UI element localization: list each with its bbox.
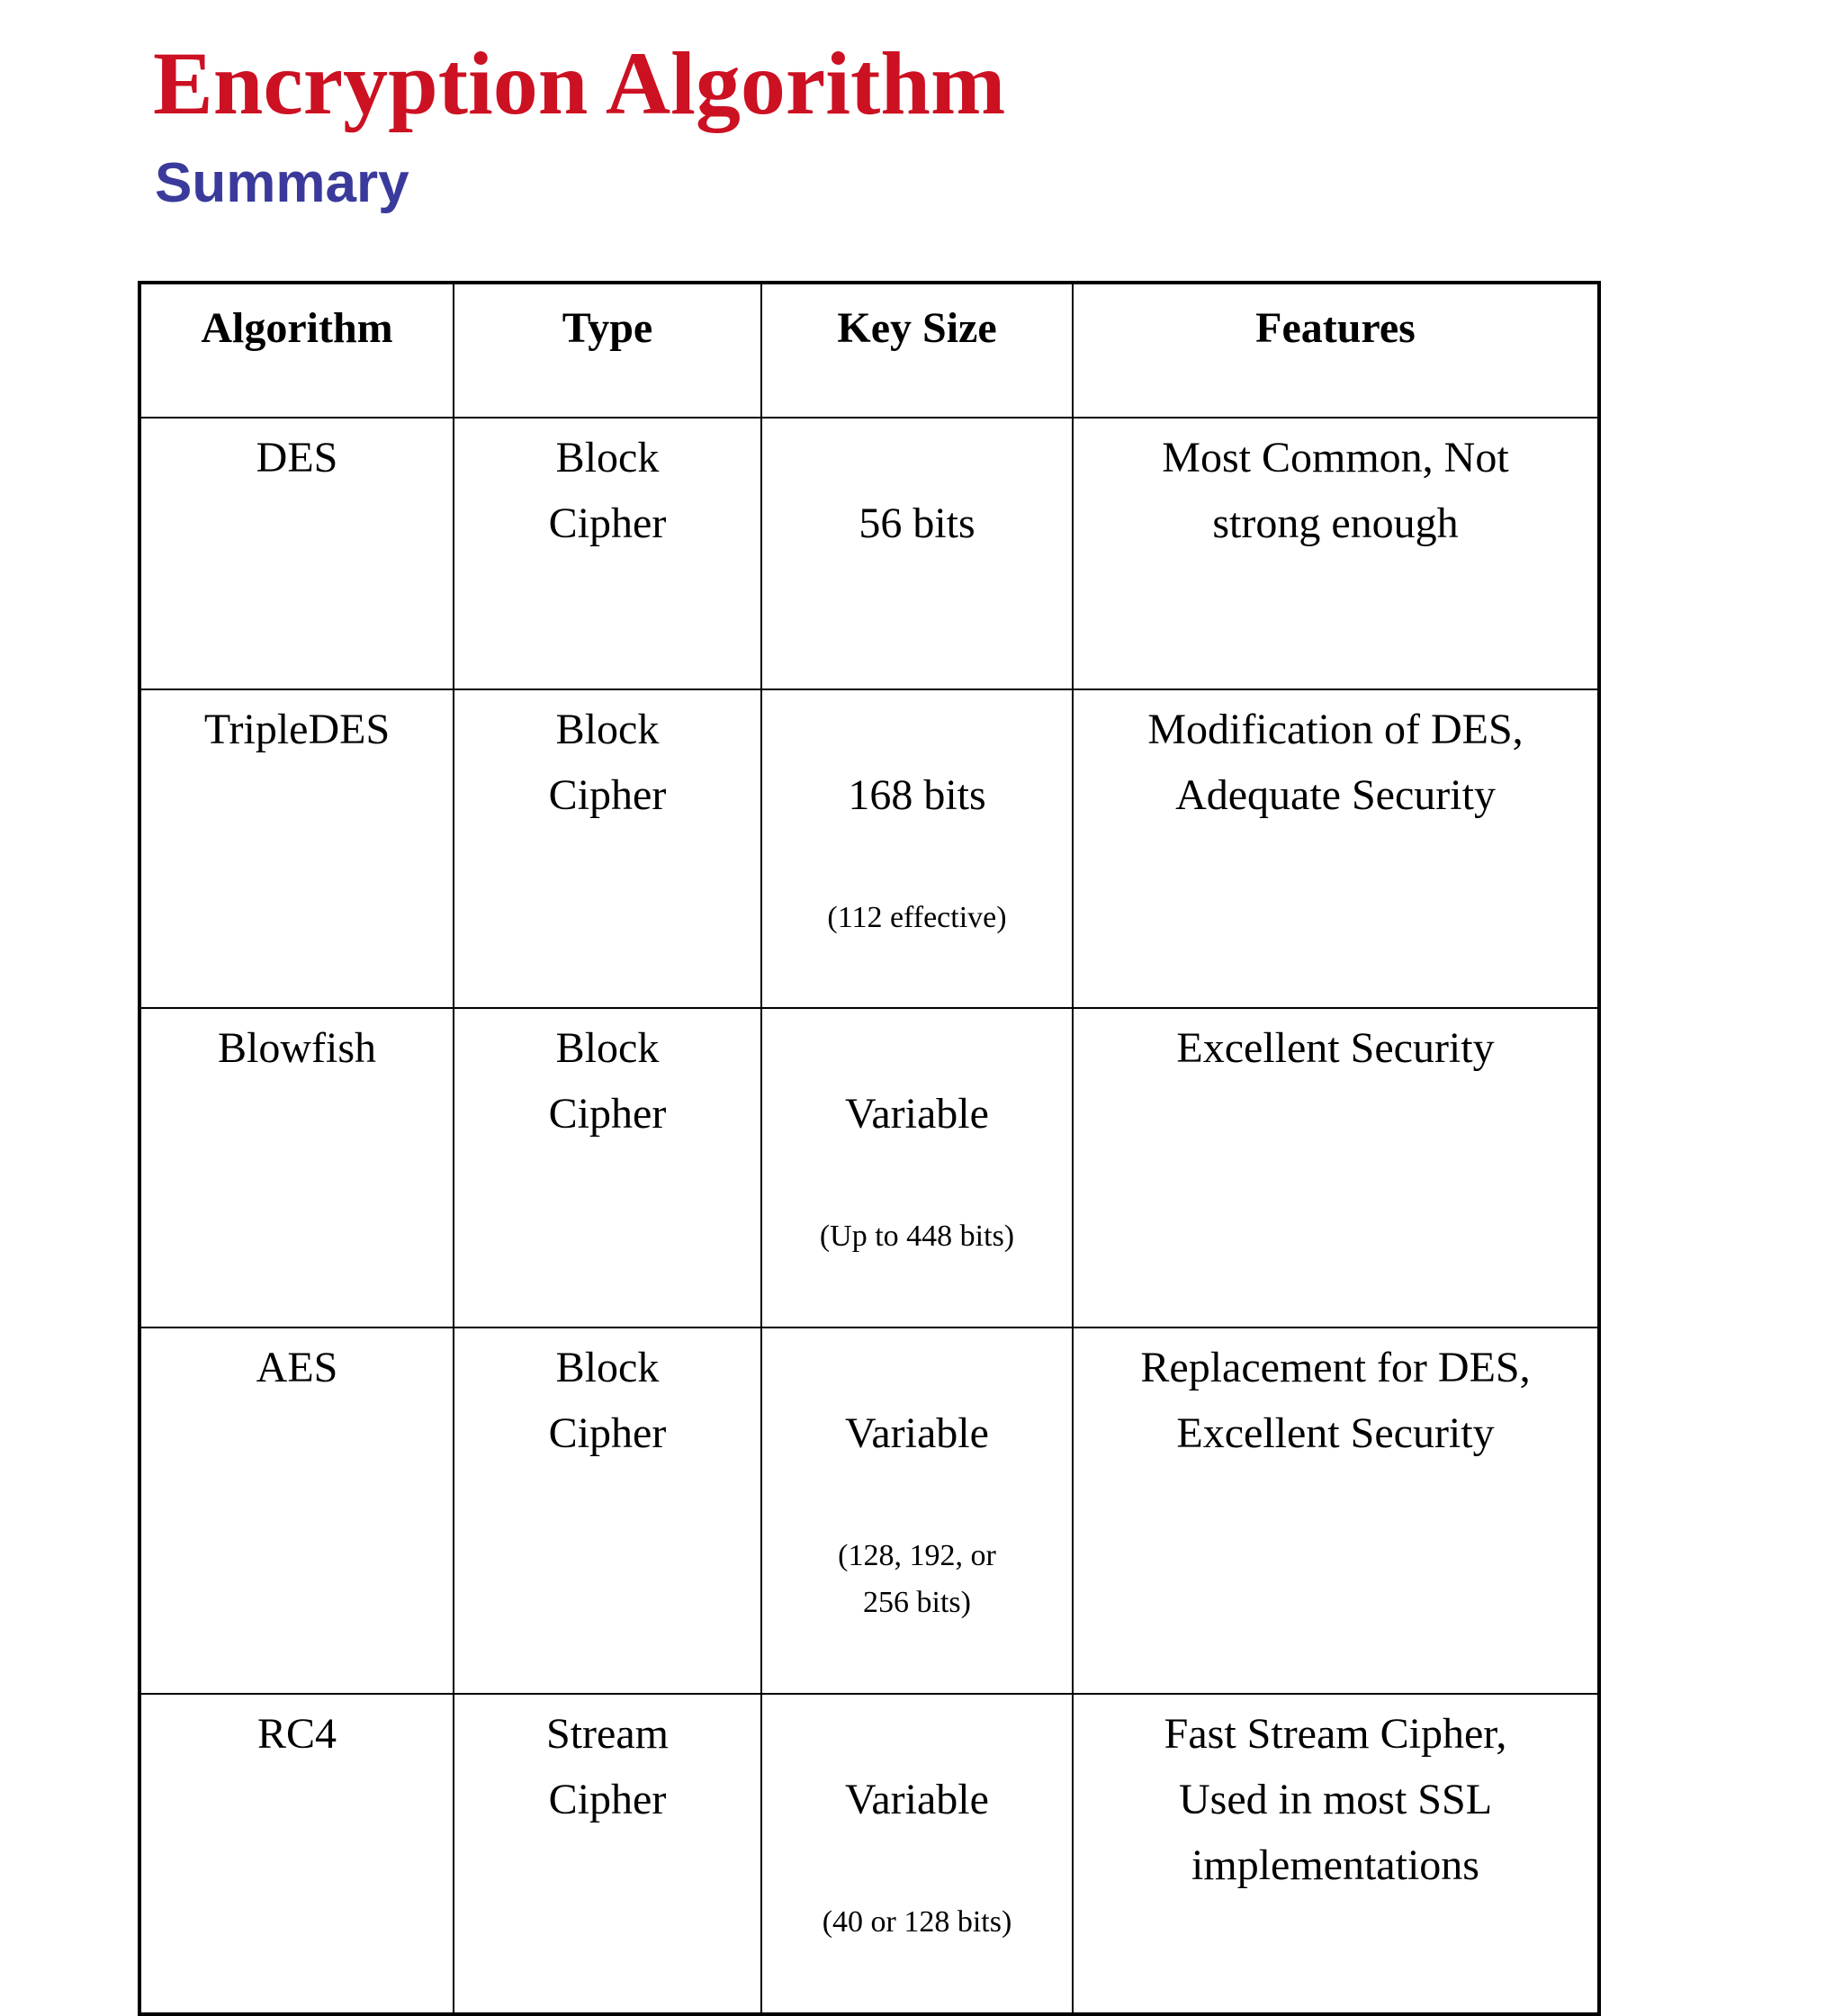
key-size-value: 56 bits (859, 499, 975, 547)
key-size-note: (Up to 448 bits) (819, 1220, 1015, 1254)
cell-algorithm: DES (139, 417, 454, 690)
cell-features: Fast Stream Cipher, Used in most SSL imp… (1072, 1693, 1600, 2015)
table-row-blowfish: Blowfish Block Cipher Variable (Up to 44… (139, 1007, 1600, 1328)
cell-features: Modification of DES, Adequate Security (1072, 688, 1600, 1010)
cell-type: Block Cipher (453, 417, 762, 690)
key-size-value: Variable (845, 1775, 989, 1823)
column-header-features: Features (1072, 282, 1600, 418)
key-size-note: (112 effective) (827, 900, 1007, 934)
key-size-note: (40 or 128 bits) (822, 1904, 1012, 1939)
key-size-value: 168 bits (848, 770, 986, 819)
cell-key-size: 168 bits (112 effective) (760, 688, 1074, 1010)
cell-key-size: Variable (40 or 128 bits) (760, 1693, 1074, 2015)
table-row-tripledes: TripleDES Block Cipher 168 bits (112 eff… (139, 688, 1600, 1010)
cell-key-size: 56 bits (760, 417, 1074, 690)
cell-features: Most Common, Not strong enough (1072, 417, 1600, 690)
cell-type: Block Cipher (453, 1007, 762, 1328)
cell-type: Stream Cipher (453, 1693, 762, 2015)
algorithm-summary-table: Algorithm Type Key Size Features DES Blo… (138, 281, 1601, 2016)
column-header-key-size: Key Size (760, 282, 1074, 418)
cell-type: Block Cipher (453, 688, 762, 1010)
cell-key-size: Variable (Up to 448 bits) (760, 1007, 1074, 1328)
slide-subtitle: Summary (155, 152, 409, 214)
column-header-algorithm: Algorithm (139, 282, 454, 418)
cell-features: Excellent Security (1072, 1007, 1600, 1328)
header-row: Algorithm Type Key Size Features (139, 282, 1600, 418)
table-row-des: DES Block Cipher 56 bits Most Common, No… (139, 417, 1600, 690)
key-size-note: (128, 192, or 256 bits) (838, 1538, 996, 1620)
key-size-value: Variable (845, 1408, 989, 1457)
cell-algorithm: RC4 (139, 1693, 454, 2015)
slide: Encryption Algorithm Summary Algorithm T… (138, 33, 1601, 2016)
key-size-value: Variable (845, 1090, 989, 1138)
cell-algorithm: Blowfish (139, 1007, 454, 1328)
table-row-rc4: RC4 Stream Cipher Variable (40 or 128 bi… (139, 1693, 1600, 2015)
slide-title: Encryption Algorithm (153, 33, 1006, 133)
cell-algorithm: TripleDES (139, 688, 454, 1010)
column-header-type: Type (453, 282, 762, 418)
